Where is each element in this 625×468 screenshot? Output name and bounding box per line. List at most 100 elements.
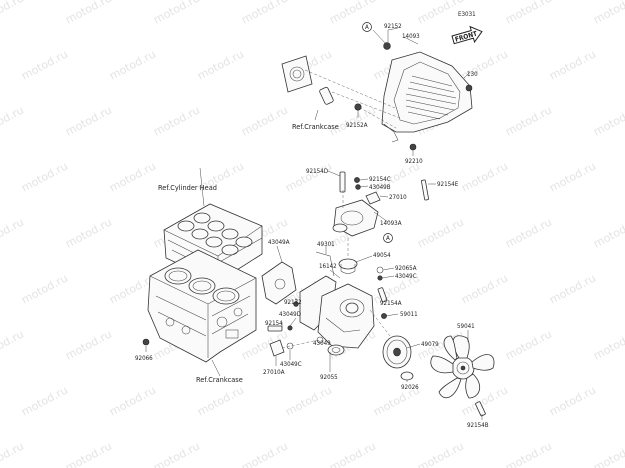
watermark-text: motod.ru: [547, 271, 598, 306]
watermark-text: motod.ru: [151, 103, 202, 138]
bypass-pipe-49301: [315, 251, 335, 277]
part-label-92065a: 92065A: [395, 265, 417, 272]
reference-marker-a-mid: A: [383, 233, 393, 243]
part-label-92154: 92154: [265, 320, 283, 327]
watermark-text: motod.ru: [63, 103, 114, 138]
temperature-sensor-27010: [365, 191, 381, 205]
watermark-text: motod.ru: [591, 0, 625, 27]
watermark-text: motod.ru: [547, 47, 598, 82]
part-label-43049: 43049: [313, 340, 331, 347]
bolt-92154: [267, 325, 283, 332]
watermark-text: motod.ru: [503, 439, 554, 468]
part-label-92154d: 92154D: [306, 168, 328, 175]
bolt-92154b: [475, 401, 486, 417]
watermark-text: motod.ru: [327, 0, 378, 27]
part-label-92152a: 92152A: [346, 122, 368, 129]
watermark-text: motod.ru: [63, 439, 114, 468]
watermark-text: motod.ru: [63, 0, 114, 27]
front-direction-arrow: FRONT: [451, 25, 483, 45]
ref-label-crankcase-top: Ref.Crankcase: [292, 123, 339, 131]
ref-label-crankcase-bottom: Ref.Crankcase: [196, 376, 243, 384]
shroud-grille: [405, 75, 457, 120]
part-label-92066: 92066: [135, 355, 153, 362]
watermark-text: motod.ru: [195, 383, 246, 418]
thermostat-housing-assembly: [332, 171, 429, 281]
part-label-14093a: 14093A: [380, 220, 402, 227]
part-label-92026: 92026: [401, 384, 419, 391]
watermark-text: motod.ru: [19, 383, 70, 418]
diagram-code: E3031: [458, 11, 476, 18]
watermark-text: motod.ru: [503, 215, 554, 250]
part-label-16142: 16142: [319, 263, 337, 270]
watermark-text: motod.ru: [283, 159, 334, 194]
watermark-text: motod.ru: [503, 103, 554, 138]
reference-marker-a-top: A: [362, 22, 372, 32]
watermark-text: motod.ru: [239, 0, 290, 27]
part-label-92152: 92152: [384, 23, 402, 30]
cooling-fan-59041: [430, 335, 495, 399]
leader-lines-top: [314, 27, 471, 156]
watermark-text: motod.ru: [19, 47, 70, 82]
part-label-27010a: 27010A: [263, 369, 285, 376]
bolt-130: [465, 84, 473, 92]
part-label-43049a: 43049A: [268, 239, 290, 246]
bolt-92154d: [339, 171, 346, 193]
part-label-43049b: 43049B: [369, 184, 391, 191]
leader-lines-middle: [145, 167, 483, 420]
cylinder-bores: [164, 267, 240, 305]
watermark-text: motod.ru: [63, 215, 114, 250]
fan-shroud-assembly: [281, 42, 473, 151]
part-label-43049c-bottom: 43049C: [280, 361, 302, 368]
watermark-text: motod.ru: [151, 0, 202, 27]
part-label-43049d: 43049D: [279, 311, 301, 318]
sensor-27010a: [269, 339, 285, 357]
watermark-text: motod.ru: [239, 103, 290, 138]
spacer-collar: [319, 86, 334, 105]
bolt-59011: [381, 313, 387, 319]
watermark-text: motod.ru: [107, 159, 158, 194]
part-label-14093: 14093: [402, 33, 420, 40]
watermark-text: motod.ru: [107, 47, 158, 82]
head-valve-pockets: [177, 212, 253, 256]
part-number-labels: E3031 92152 14093 130 Ref.Crankcase 9215…: [135, 11, 489, 429]
watermark-text: motod.ru: [503, 327, 554, 362]
washer-43049b: [355, 184, 361, 190]
thermostat-49054: [338, 258, 358, 270]
watermark-text: motod.ru: [591, 215, 625, 250]
watermark-text: motod.ru: [19, 159, 70, 194]
plug-92154c: [354, 177, 360, 183]
watermark-text: motod.ru: [591, 327, 625, 362]
pump-outlet-port: [327, 344, 345, 356]
ref-label-cylinder-head: Ref.Cylinder Head: [158, 184, 217, 192]
watermark-text: motod.ru: [547, 159, 598, 194]
part-label-92154a: 92154A: [380, 300, 402, 307]
watermark-text: motod.ru: [195, 47, 246, 82]
fan-spacer-92026: [400, 371, 414, 381]
bolt-92154e: [421, 179, 429, 201]
watermark-text: motod.ru: [415, 439, 466, 468]
part-label-92055: 92055: [320, 374, 338, 381]
watermark-text: motod.ru: [283, 383, 334, 418]
part-label-59041: 59041: [457, 323, 475, 330]
marker-a-mid-text: A: [386, 235, 390, 242]
washer-43049d: [287, 325, 293, 331]
watermark-text: motod.ru: [0, 103, 26, 138]
watermark-text: motod.ru: [239, 439, 290, 468]
part-label-27010: 27010: [389, 194, 407, 201]
part-label-49079: 49079: [421, 341, 439, 348]
watermark-text: motod.ru: [0, 327, 26, 362]
watermark-text: motod.ru: [591, 439, 625, 468]
part-label-43049c-top: 43049C: [395, 273, 417, 280]
watermark-text: motod.ru: [0, 439, 26, 468]
crankcase-block: [147, 249, 257, 363]
clip-92210: [409, 143, 417, 151]
bolt-92154a: [377, 287, 388, 303]
gasket-43049c-bottom: [286, 342, 294, 350]
watermark-text: motod.ru: [151, 439, 202, 468]
watermark-text: motod.ru: [415, 215, 466, 250]
o-ring-92065a: [376, 266, 384, 274]
part-label-92154c: 92154C: [369, 176, 391, 183]
watermark-text: motod.ru: [547, 383, 598, 418]
